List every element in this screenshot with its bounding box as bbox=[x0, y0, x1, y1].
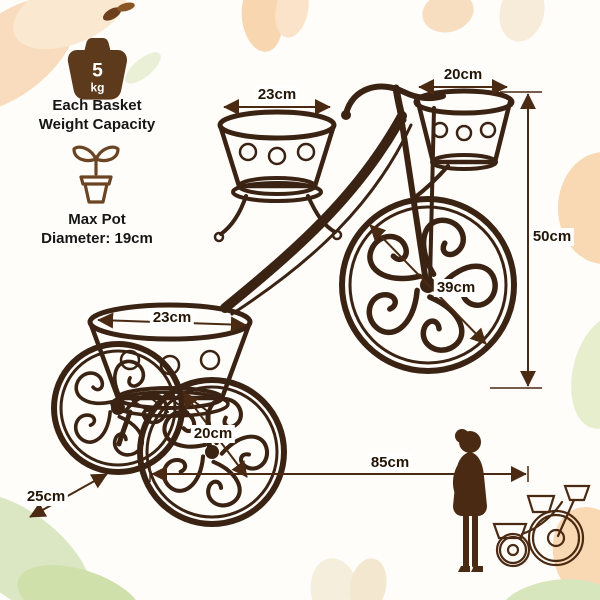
max-pot-icon bbox=[72, 145, 120, 204]
weight-unit: kg bbox=[90, 80, 104, 94]
plant-stand bbox=[51, 83, 517, 527]
dim-label-wheel: 39cm bbox=[433, 279, 479, 297]
dim-label-front-basket: 20cm bbox=[440, 66, 486, 84]
dim-label-top-basket: 23cm bbox=[254, 86, 300, 104]
dim-label-depth: 25cm bbox=[23, 488, 69, 506]
pot-caption-line2: Diameter: 19cm bbox=[41, 230, 153, 247]
dim-arrow-wheel bbox=[369, 224, 487, 345]
person-silhouette bbox=[452, 429, 487, 572]
weight-caption-line1: Each Basket bbox=[52, 97, 142, 114]
dim-label-rear-basket: 23cm bbox=[149, 309, 195, 327]
dim-label-rear-height: 20cm bbox=[190, 425, 236, 443]
decor-leaf-brown bbox=[117, 2, 135, 12]
dim-label-height: 50cm bbox=[529, 228, 575, 246]
dim-arrow-depth bbox=[29, 473, 108, 518]
decor-leaf-green bbox=[125, 52, 161, 84]
middle-basket bbox=[213, 109, 343, 243]
dim-label-length: 85cm bbox=[367, 454, 413, 472]
weight-caption-line2: Weight Capacity bbox=[38, 116, 156, 133]
pot-caption-line1: Max Pot bbox=[68, 211, 126, 228]
mini-stand-silhouette bbox=[492, 484, 591, 568]
weight-value: 5 bbox=[92, 61, 103, 82]
rear-basket bbox=[87, 302, 253, 453]
front-basket bbox=[412, 88, 515, 200]
weight-caption: Each Basket Weight Capacity bbox=[0, 96, 197, 134]
weight-capacity-icon: 5 kg bbox=[67, 38, 128, 100]
pot-caption: Max Pot Diameter: 19cm bbox=[0, 210, 197, 248]
dimension-arrows bbox=[29, 79, 542, 518]
decor-leaf-brown bbox=[102, 7, 122, 21]
